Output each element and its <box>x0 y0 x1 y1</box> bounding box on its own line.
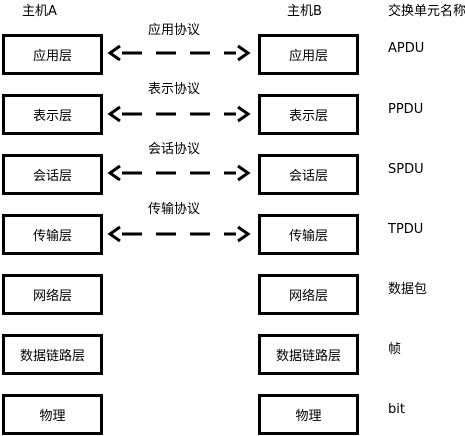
arrow-transport <box>107 225 251 243</box>
layer-label: 应用层 <box>32 49 72 64</box>
host-a-layer-application: 应用层 <box>2 34 103 75</box>
layer-label: 数据链路层 <box>19 349 85 364</box>
arrow-session <box>107 164 251 182</box>
host-a-layer-session: 会话层 <box>2 154 103 195</box>
host-b-layer-physical: 物理 <box>258 394 359 435</box>
layer-label: 物理 <box>295 409 322 424</box>
layer-label: 数据链路层 <box>275 349 341 364</box>
host-b-layer-transport: 传输层 <box>258 214 359 255</box>
arrow-presentation <box>107 105 251 123</box>
host-b-layer-network: 网络层 <box>258 274 359 315</box>
host-a-layer-physical: 物理 <box>2 394 103 435</box>
layer-label: 传输层 <box>32 229 72 244</box>
host-a-layer-datalink: 数据链路层 <box>2 334 103 375</box>
arrow-application <box>107 44 251 62</box>
host-a-layer-network: 网络层 <box>2 274 103 315</box>
layer-label: 传输层 <box>288 229 328 244</box>
layer-label: 会话层 <box>32 169 72 184</box>
host-b-title: 主机B <box>287 4 322 19</box>
unit-physical: bit <box>388 402 405 417</box>
layer-label: 应用层 <box>288 49 328 64</box>
host-a-layer-transport: 传输层 <box>2 214 103 255</box>
protocol-label-transport: 传输协议 <box>147 202 200 217</box>
unit-session: SPDU <box>388 162 424 177</box>
layer-label: 会话层 <box>288 169 328 184</box>
unit-application: APDU <box>388 41 425 56</box>
layer-label: 网络层 <box>288 289 328 304</box>
host-b-layer-presentation: 表示层 <box>258 94 359 135</box>
protocol-label-application: 应用协议 <box>147 23 200 38</box>
unit-header: 交换单元名称 <box>388 4 465 19</box>
unit-presentation: PPDU <box>388 102 424 117</box>
unit-datalink: 帧 <box>388 342 402 357</box>
protocol-label-session: 会话协议 <box>147 142 200 157</box>
layer-label: 网络层 <box>32 289 72 304</box>
unit-transport: TPDU <box>388 222 424 237</box>
layer-label: 物理 <box>39 409 66 424</box>
host-b-layer-session: 会话层 <box>258 154 359 195</box>
layer-label: 表示层 <box>32 109 72 124</box>
unit-network: 数据包 <box>388 282 428 297</box>
host-b-layer-datalink: 数据链路层 <box>258 334 359 375</box>
host-a-layer-presentation: 表示层 <box>2 94 103 135</box>
layer-label: 表示层 <box>288 109 328 124</box>
host-a-title: 主机A <box>22 4 57 19</box>
host-b-layer-application: 应用层 <box>258 34 359 75</box>
protocol-label-presentation: 表示协议 <box>147 82 200 97</box>
